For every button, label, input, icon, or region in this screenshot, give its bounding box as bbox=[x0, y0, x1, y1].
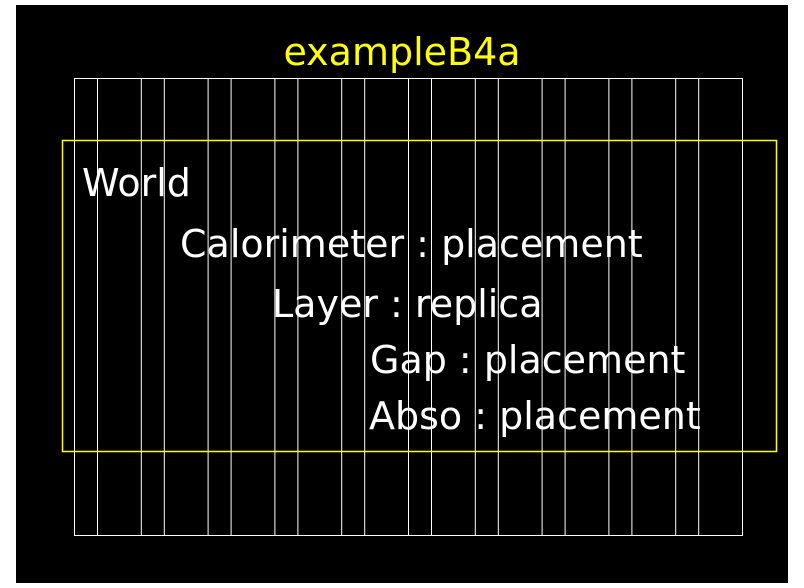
calorimeter-wireframe bbox=[61, 78, 778, 536]
hierarchy-calorimeter: Calorimeter : placement bbox=[180, 222, 643, 266]
diagram-canvas: exampleB4a World Calorimeter : placement… bbox=[16, 5, 788, 583]
hierarchy-world: World bbox=[82, 161, 191, 205]
diagram-title: exampleB4a bbox=[283, 30, 521, 74]
hierarchy-abso: Abso : placement bbox=[369, 394, 701, 438]
hierarchy-layer: Layer : replica bbox=[272, 282, 543, 326]
world-volume-box bbox=[61, 139, 778, 453]
layer-grid bbox=[74, 78, 743, 536]
hierarchy-gap: Gap : placement bbox=[370, 338, 686, 382]
